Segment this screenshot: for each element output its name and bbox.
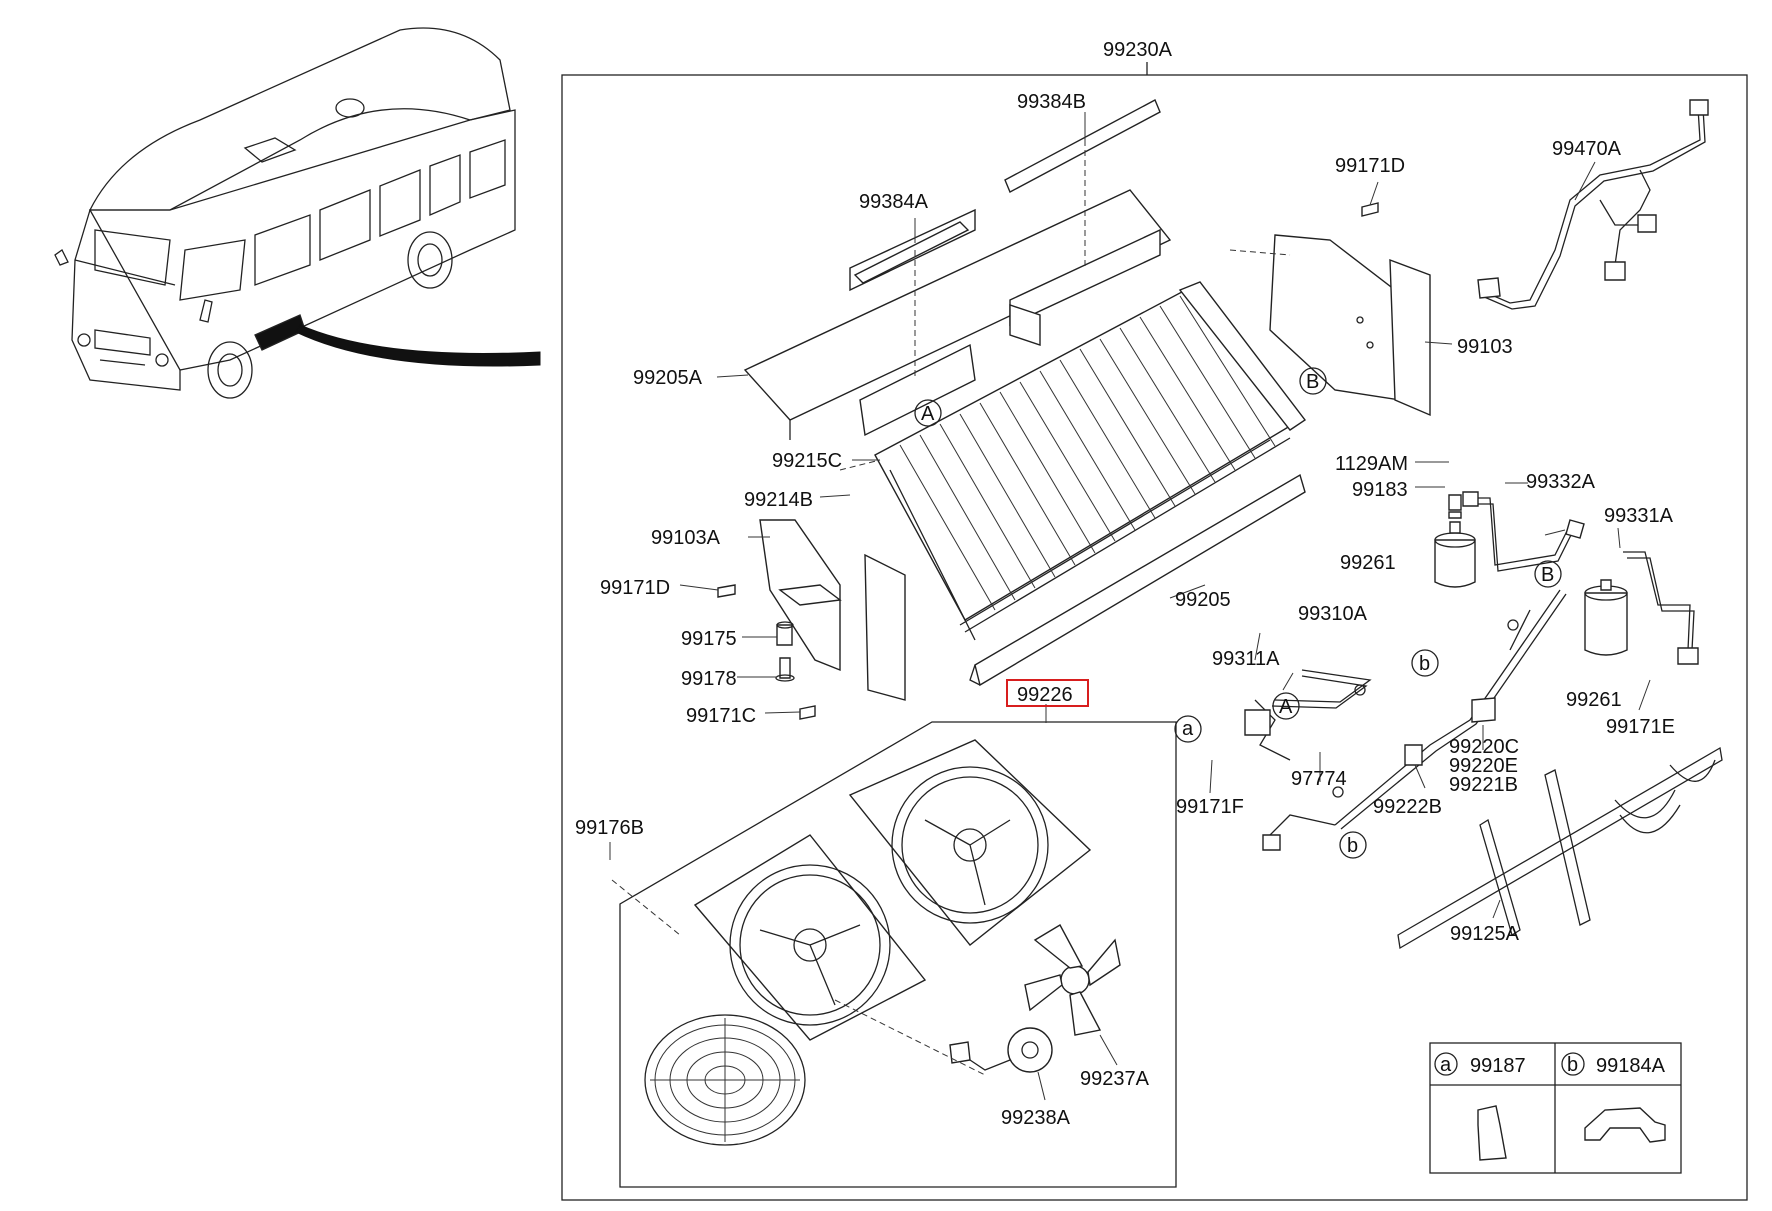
- label-99171D-top[interactable]: 99171D: [1335, 155, 1405, 177]
- label-99310A[interactable]: 99310A: [1298, 603, 1368, 625]
- legend-b-part: 99184A: [1596, 1055, 1666, 1077]
- legend-a-part: 99187: [1470, 1055, 1526, 1077]
- label-99171C[interactable]: 99171C: [686, 705, 756, 727]
- legend-table: a 99187 b 99184A: [1429, 1042, 1682, 1174]
- callout-a: a: [1182, 718, 1194, 740]
- label-99221B[interactable]: 99221B: [1449, 774, 1518, 796]
- fan-shroud-left: [693, 834, 927, 1041]
- upper-bracket-part: [743, 189, 1172, 440]
- side-bracket-left: [759, 519, 906, 701]
- label-99178[interactable]: 99178: [681, 668, 737, 690]
- label-99125A[interactable]: 99125A: [1450, 923, 1520, 945]
- label-99183[interactable]: 99183: [1352, 479, 1408, 501]
- legend-b-letter: b: [1567, 1054, 1578, 1076]
- mount-hardware: [717, 202, 1379, 720]
- label-99222B[interactable]: 99222B: [1373, 796, 1442, 818]
- fan-shroud-right: [848, 739, 1092, 946]
- wiring-harness: [1479, 107, 1706, 310]
- seal-strip-part: [853, 99, 1161, 284]
- label-99103A[interactable]: 99103A: [651, 527, 721, 549]
- label-99230A[interactable]: 99230A: [1103, 39, 1173, 61]
- assembly-frame: [561, 74, 1748, 1201]
- label-99220C[interactable]: 99220C: [1449, 736, 1519, 758]
- callout-B-pipe: B: [1541, 564, 1554, 586]
- location-pointer: [295, 324, 541, 367]
- condenser-core: [874, 281, 1307, 641]
- leader-lines: [609, 112, 1651, 1101]
- label-99171F[interactable]: 99171F: [1176, 796, 1244, 818]
- label-99205[interactable]: 99205: [1175, 589, 1231, 611]
- callout-b-top: b: [1419, 653, 1430, 675]
- callout-A-top: A: [921, 403, 935, 425]
- fan-blade: [1024, 924, 1121, 1036]
- lower-bracket-part: [974, 473, 1306, 687]
- fan-subassembly-frame: [619, 721, 1177, 1188]
- receiver-drier-left: [1434, 494, 1476, 588]
- vehicle-illustration: [54, 27, 516, 399]
- fan-motor: [949, 1027, 1053, 1073]
- label-99470A[interactable]: 99470A: [1552, 138, 1622, 160]
- label-97774[interactable]: 97774: [1291, 768, 1347, 790]
- label-99215C[interactable]: 99215C: [772, 450, 842, 472]
- label-99331A[interactable]: 99331A: [1604, 505, 1674, 527]
- label-99226[interactable]: 99226: [1017, 684, 1073, 706]
- label-99332A[interactable]: 99332A: [1526, 471, 1596, 493]
- clamp-a-icon: [1477, 1105, 1507, 1161]
- label-99237A[interactable]: 99237A: [1080, 1068, 1150, 1090]
- part-labels: 99230A 99384B 99384A 99171D 99470A 99205…: [575, 39, 1675, 1129]
- label-99171D-left[interactable]: 99171D: [600, 577, 670, 599]
- label-99171E[interactable]: 99171E: [1606, 716, 1675, 738]
- label-99238A[interactable]: 99238A: [1001, 1107, 1071, 1129]
- callout-markers: A B B A a b b: [914, 367, 1562, 859]
- callout-B-top: B: [1306, 371, 1319, 393]
- label-99214B[interactable]: 99214B: [744, 489, 813, 511]
- harness-connectors: [1477, 99, 1709, 299]
- callout-b-bottom: b: [1347, 835, 1358, 857]
- label-99103[interactable]: 99103: [1457, 336, 1513, 358]
- label-99220E[interactable]: 99220E: [1449, 755, 1518, 777]
- label-99384B[interactable]: 99384B: [1017, 91, 1086, 113]
- label-99311A[interactable]: 99311A: [1212, 648, 1280, 670]
- pipe-fittings: [1244, 491, 1699, 851]
- receiver-drier-right: [1584, 579, 1628, 656]
- label-1129AM[interactable]: 1129AM: [1335, 453, 1408, 475]
- mounting-frame-99125A: [1397, 746, 1723, 950]
- callout-A-pipe: A: [1279, 696, 1293, 718]
- label-99175[interactable]: 99175: [681, 628, 737, 650]
- label-99176B[interactable]: 99176B: [575, 817, 644, 839]
- label-99384A[interactable]: 99384A: [859, 191, 929, 213]
- fan-guard: [644, 1014, 806, 1146]
- clamp-b-icon: [1584, 1107, 1666, 1143]
- label-99205A[interactable]: 99205A: [633, 367, 703, 389]
- highlight-box: [1006, 679, 1089, 707]
- label-99261-left[interactable]: 99261: [1340, 552, 1396, 574]
- legend-a-letter: a: [1440, 1054, 1452, 1076]
- side-bracket-right: [1269, 234, 1431, 417]
- label-99261-right[interactable]: 99261: [1566, 689, 1622, 711]
